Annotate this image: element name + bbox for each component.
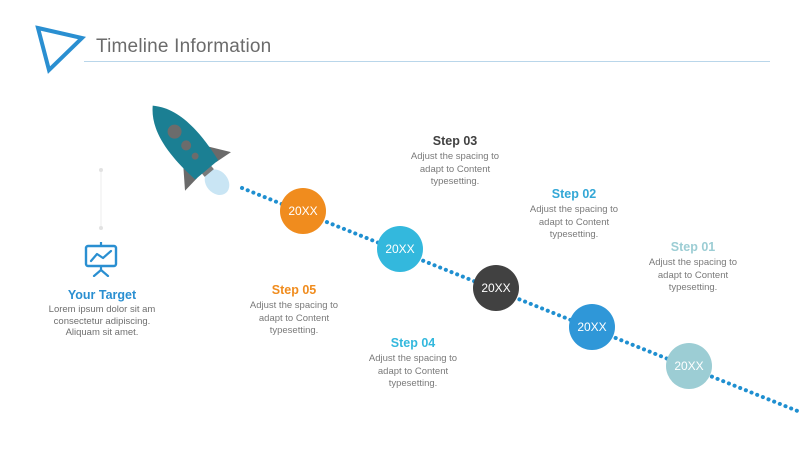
milestone-circle-4: 20XX xyxy=(377,226,423,272)
step-title: Step 01 xyxy=(670,240,716,254)
title-divider xyxy=(84,61,770,62)
target-connector-dot xyxy=(99,226,103,230)
step-line: Adjust the spacing to xyxy=(648,257,738,268)
target-block: Your Target Lorem ipsum dolor sit am con… xyxy=(38,288,166,339)
step-line: adapt to Content xyxy=(258,312,330,324)
milestone-year: 20XX xyxy=(577,320,607,334)
target-line: Lorem ipsum dolor sit am xyxy=(48,304,156,315)
milestone-circle-5: 20XX xyxy=(280,188,326,234)
step-line: typesetting. xyxy=(549,229,599,240)
rocket-window xyxy=(181,140,192,151)
milestone-year: 20XX xyxy=(674,359,704,373)
target-line: consectetur adipiscing. xyxy=(53,315,151,327)
step-line: Adjust the spacing to xyxy=(410,151,500,162)
milestone-year: 20XX xyxy=(385,242,415,256)
triangle-play-icon xyxy=(35,25,86,74)
step-title: Step 03 xyxy=(432,134,478,148)
step-line: Adjust the spacing to xyxy=(529,204,619,215)
target-title: Your Target xyxy=(67,288,137,302)
step-line: adapt to Content xyxy=(657,269,729,281)
step-line: adapt to Content xyxy=(377,365,449,377)
rocket-window xyxy=(167,124,182,139)
step-05: Step 05 Adjust the spacing to adapt to C… xyxy=(224,283,364,338)
step-03: Step 03 Adjust the spacing to adapt to C… xyxy=(385,134,525,189)
step-line: Adjust the spacing to xyxy=(368,353,458,364)
step-02: Step 02 Adjust the spacing to adapt to C… xyxy=(504,187,644,242)
milestone-year: 20XX xyxy=(288,204,318,218)
rocket-body xyxy=(152,105,219,180)
step-title: Step 05 xyxy=(271,283,317,297)
step-title: Step 02 xyxy=(551,187,597,201)
step-line: Adjust the spacing to xyxy=(249,300,339,311)
rocket-nozzle xyxy=(200,164,214,177)
milestone-circle-3: 20XX xyxy=(473,265,519,311)
presentation-chart-icon xyxy=(84,242,118,277)
step-04: Step 04 Adjust the spacing to adapt to C… xyxy=(343,336,483,391)
page-title: Timeline Information xyxy=(96,36,272,57)
step-line: typesetting. xyxy=(269,325,319,336)
step-line: adapt to Content xyxy=(419,163,491,175)
rocket-window xyxy=(191,152,199,160)
step-line: adapt to Content xyxy=(538,216,610,228)
target-connector-dot xyxy=(99,168,103,172)
milestone-circle-1: 20XX xyxy=(666,343,712,389)
step-line: typesetting. xyxy=(430,176,480,187)
step-01: Step 01 Adjust the spacing to adapt to C… xyxy=(623,240,763,295)
milestone-circle-2: 20XX xyxy=(569,304,615,350)
step-title: Step 04 xyxy=(390,336,436,350)
target-line: Aliquam sit amet. xyxy=(65,327,139,338)
rocket-icon xyxy=(152,105,231,196)
step-line: typesetting. xyxy=(668,282,718,293)
rocket-flame xyxy=(204,169,230,196)
milestone-year: 20XX xyxy=(481,281,511,295)
step-line: typesetting. xyxy=(388,378,438,389)
